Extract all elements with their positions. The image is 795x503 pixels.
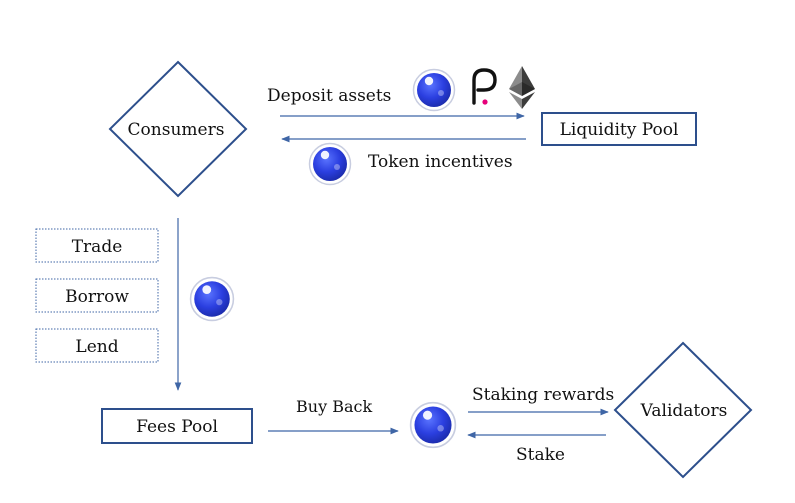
stake-label: Stake — [516, 445, 565, 465]
ethereum-logo-icon — [509, 66, 535, 109]
token-icon — [308, 142, 352, 186]
liquidity-pool-node: Liquidity Pool — [541, 112, 697, 146]
activity-lend: Lend — [35, 328, 159, 363]
token-icon — [412, 68, 456, 112]
activity-borrow-label: Borrow — [65, 287, 129, 307]
staking-rewards-label: Staking rewards — [472, 385, 614, 405]
token-icon — [189, 276, 235, 322]
deposit-assets-edge: Deposit assets — [267, 86, 525, 120]
token-incentives-label: Token incentives — [368, 152, 513, 172]
token-incentives-edge: Token incentives — [281, 135, 526, 172]
activity-trade: Trade — [35, 228, 159, 263]
staking-rewards-edge: Staking rewards — [468, 385, 614, 416]
activity-lend-label: Lend — [75, 337, 118, 357]
buy-back-label: Buy Back — [296, 397, 372, 416]
activity-borrow: Borrow — [35, 278, 159, 313]
consumers-label: Consumers — [128, 120, 225, 140]
stake-edge: Stake — [467, 431, 606, 465]
polkadot-logo-icon — [472, 68, 497, 105]
liquidity-pool-label: Liquidity Pool — [560, 120, 679, 140]
validators-node: Validators — [613, 341, 753, 479]
fees-pool-node: Fees Pool — [101, 408, 253, 444]
consumers-node: Consumers — [108, 60, 248, 198]
buy-back-edge: Buy Back — [268, 397, 399, 435]
validators-label: Validators — [640, 401, 728, 421]
token-icon — [409, 401, 457, 449]
fees-pool-label: Fees Pool — [136, 417, 218, 437]
activity-trade-label: Trade — [72, 237, 123, 257]
deposit-assets-label: Deposit assets — [267, 86, 391, 106]
